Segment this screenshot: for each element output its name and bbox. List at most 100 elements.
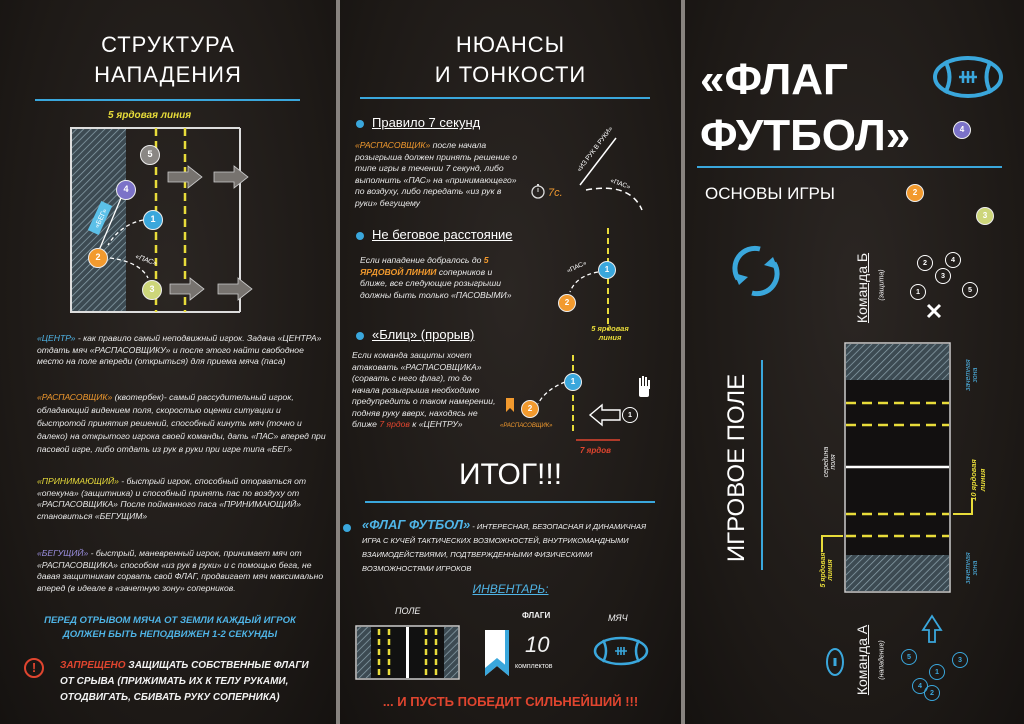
player-marker: 1	[564, 373, 582, 391]
summary-title: ИТОГ!!!	[458, 458, 563, 491]
playing-field-diagram	[821, 303, 973, 676]
warning-word: ЗАПРЕЩЕНО	[60, 660, 126, 671]
closing-slogan: ... И ПУСТЬ ПОБЕДИТ СИЛЬНЕЙШИЙ !!!	[382, 694, 639, 709]
player-marker: 3	[976, 207, 994, 225]
fold-line	[681, 0, 685, 724]
summary-body: - ИНТЕРЕСНАЯ, БЕЗОПАСНАЯ И ДИНАМИЧНАЯ ИГ…	[362, 522, 647, 573]
attack-arrow-icon	[921, 614, 943, 643]
timer-label: 7с.	[548, 187, 563, 199]
player-marker: 5	[140, 145, 160, 165]
panel-nuances: НЮАНСЫ И ТОНКОСТИ 7с. «ИЗ РУК В РУКИ» «ПА…	[340, 0, 681, 724]
player-marker: 5	[901, 649, 917, 665]
flags-count: 10	[525, 632, 550, 657]
flag-icon	[485, 630, 509, 676]
player-marker: 4	[945, 252, 961, 268]
role-name: «РАСПАСОВЩИК»	[37, 392, 113, 402]
endzone-label: зачетная зона	[965, 552, 979, 584]
bullet-icon	[356, 232, 364, 240]
player-marker: 1	[622, 407, 638, 423]
title-line-1: «ФЛАГ	[700, 55, 848, 104]
title-line-1: НЮАНСЫ	[455, 32, 566, 57]
role-runner: «БЕГУЩИЙ» - быстрый, маневренный игрок, …	[37, 548, 327, 594]
pass-label: «ПАС»	[566, 260, 588, 275]
run-arrow	[167, 165, 203, 189]
role-receiver: «ПРИНИМАЮЩИЙ» - быстрый игрок, способный…	[37, 476, 327, 522]
nonrun-text: Если нападение добралось до 5 ЯРДОВОЙ ЛИ…	[360, 255, 520, 301]
midfield-label: середина поля	[823, 446, 837, 478]
ball-icon	[593, 636, 649, 666]
title-line-2: И ТОНКОСТИ	[434, 62, 587, 87]
team-a-role: (нападение)	[878, 640, 886, 680]
inventory-ball-label: МЯЧ	[608, 613, 628, 623]
pass-arrow	[107, 219, 144, 246]
ten-yard-label: 10 ярдовая линия	[969, 459, 987, 501]
role-text: - быстрый, маневренный игрок, принимает …	[37, 548, 324, 593]
title-line-2: ФУТБОЛ»	[700, 111, 911, 160]
run-arrow	[169, 277, 205, 301]
player-marker: 2	[88, 248, 108, 268]
stopwatch-icon	[531, 184, 545, 199]
handoff-arrow	[99, 197, 122, 249]
nonrun-heading: Не беговое расстояние	[372, 227, 513, 242]
player-marker: 2	[917, 255, 933, 271]
title-line-2: НАПАДЕНИЯ	[94, 62, 242, 87]
player-marker: 1	[143, 210, 163, 230]
player-marker: 4	[912, 678, 928, 694]
inventory-title: ИНВЕНТАРЬ:	[472, 582, 549, 596]
rule7-body: после начала розыгрыша должен принять ре…	[355, 140, 518, 208]
blitz-heading: «Блиц» (прорыв)	[372, 327, 475, 342]
nonrun-highlight: 5 ЯРДОВОЙ ЛИНИИ	[360, 255, 489, 277]
offense-diagram: «БЕГ» «ПАС»	[70, 127, 253, 313]
warning-body: ЗАЩИЩАТЬ СОБСТВЕННЫЕ ФЛАГИ ОТ СРЫВА (ПРИ…	[60, 660, 309, 703]
five-yard-line-label: 5 ярдовая линия	[591, 324, 629, 342]
pass-arrow	[585, 187, 643, 211]
role-center: «ЦЕНТР» - как правило самый неподвижный …	[37, 333, 327, 368]
warning-icon: !	[24, 658, 44, 678]
bullet-icon	[356, 332, 364, 340]
field-title-underline	[761, 360, 763, 570]
title-underline	[697, 166, 1002, 168]
role-text: (квотербек)- самый рассудительный игрок,…	[37, 392, 326, 454]
role-text: - как правило самый неподвижный игрок. З…	[37, 333, 322, 366]
football-logo-icon	[933, 56, 1003, 98]
bullet-icon	[343, 524, 351, 532]
role-text: - быстрый игрок, способный оторваться от…	[37, 476, 307, 521]
endzone-hatch	[846, 555, 949, 591]
inventory-field-label: ПОЛЕ	[395, 606, 421, 616]
pass-label: «ПАС»	[609, 177, 631, 191]
summary-text: «ФЛАГ ФУТБОЛ» - ИНТЕРЕСНАЯ, БЕЗОПАСНАЯ И…	[362, 518, 662, 576]
player-marker: 4	[116, 180, 136, 200]
bullet-icon	[356, 120, 364, 128]
stillness-notice: ПЕРЕД ОТРЫВОМ МЯЧА ОТ ЗЕМЛИ КАЖДЫЙ ИГРОК…	[44, 615, 296, 640]
blitz-text: Если команда защиты хочет атаковать «РАС…	[352, 350, 498, 431]
team-b-role: (защита)	[878, 269, 886, 301]
run-label-tag	[87, 200, 113, 236]
five-yard-label: 5 ярдовая линия	[820, 552, 834, 588]
role-name: «БЕГУЩИЙ»	[37, 548, 89, 558]
player-marker: 3	[952, 652, 968, 668]
team-a-name: Команда А	[854, 624, 870, 696]
role-name: «ЦЕНТР»	[37, 333, 76, 343]
player-marker: 3	[935, 268, 951, 284]
ten-yard-marker	[953, 498, 973, 515]
player-marker: 1	[910, 284, 926, 300]
summary-underline	[365, 501, 655, 503]
rule7-lead: «РАСПАСОВЩИК»	[355, 140, 431, 150]
endzone-label: зачетная зона	[965, 359, 979, 391]
cover-title: «ФЛАГ ФУТБОЛ»	[700, 52, 910, 164]
player-marker: 2	[906, 184, 924, 202]
panel-title: НЮАНСЫ И ТОНКОСТИ	[340, 32, 681, 88]
text-part: соперников и ближе, все следующие розыгр…	[360, 266, 512, 300]
rule7-text: «РАСПАСОВЩИК» после начала розыгрыша дол…	[355, 140, 525, 209]
inventory-flags-label: ФЛАГИ	[522, 611, 551, 620]
text-part: Если команда защиты хочет атаковать «РАС…	[352, 350, 496, 429]
pass-arrow	[569, 271, 599, 293]
summary-lead: «ФЛАГ ФУТБОЛ»	[362, 517, 471, 532]
run-arrow	[213, 165, 249, 189]
pass-arrow	[537, 381, 566, 405]
role-name: «ПРИНИМАЮЩИЙ»	[37, 476, 119, 486]
nuances-diagrams: 7с. «ИЗ РУК В РУКИ» «ПАС» «ПАС»	[506, 125, 650, 441]
warning-text: ЗАПРЕЩЕНО ЗАЩИЩАТЬ СОБСТВЕННЫЕ ФЛАГИ ОТ …	[60, 658, 315, 706]
